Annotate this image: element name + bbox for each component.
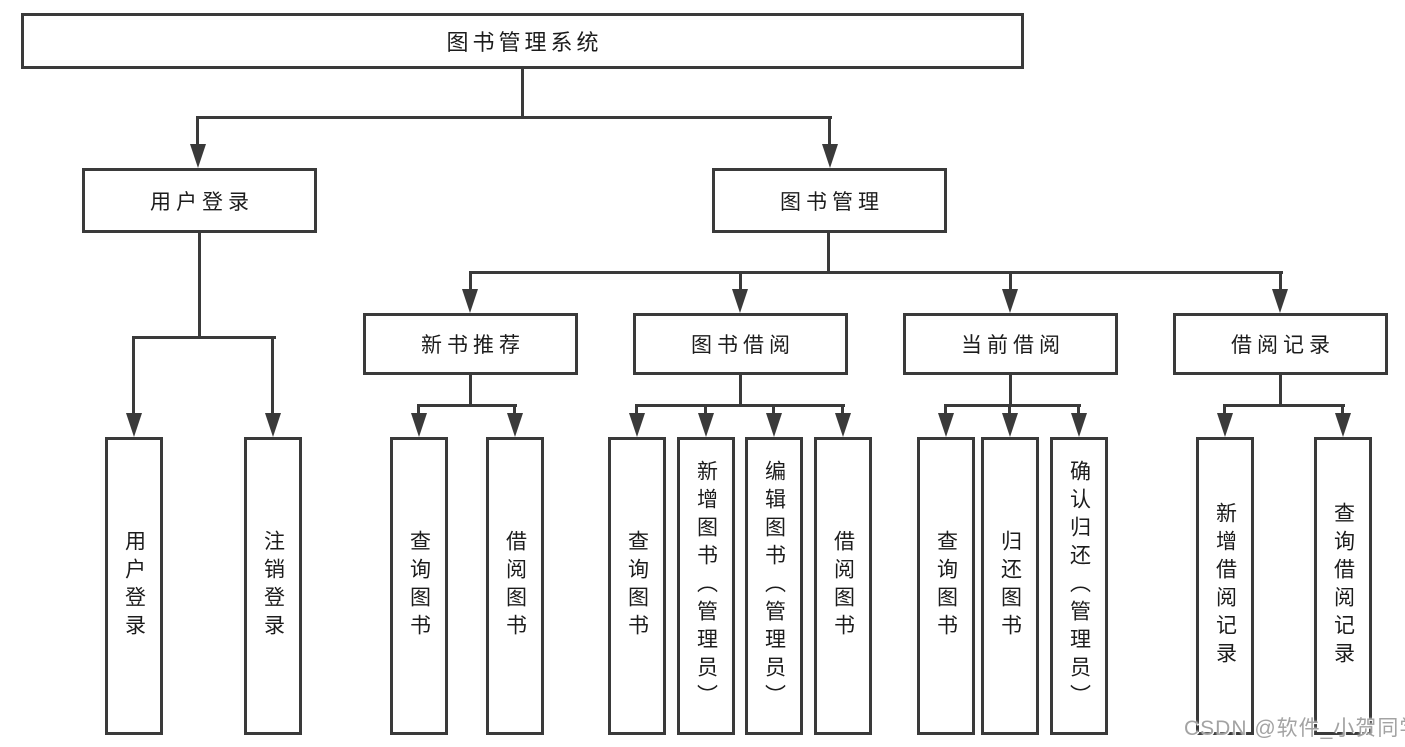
- node-user-login-label: 用户登录: [150, 190, 254, 214]
- leaf-logout-label: 注销登录: [261, 530, 285, 642]
- leaf-query-books-borrowing: 查询图书: [608, 437, 666, 735]
- connector-line: [944, 404, 947, 415]
- connector-line: [469, 271, 1283, 274]
- arrow-down-icon: [507, 413, 523, 437]
- arrow-down-icon: [462, 289, 478, 313]
- leaf-borrow-books-borrowing: 借阅图书: [814, 437, 872, 735]
- node-book-management-label: 图书管理: [780, 190, 884, 214]
- leaf-confirm-return-admin-label: 确认归还（管理员）: [1067, 460, 1091, 712]
- arrow-down-icon: [938, 413, 954, 437]
- arrow-down-icon: [766, 413, 782, 437]
- connector-line: [739, 271, 742, 291]
- arrow-down-icon: [1002, 413, 1018, 437]
- leaf-query-books-borrowing-label: 查询图书: [625, 530, 649, 642]
- leaf-add-books-admin: 新增图书（管理员）: [677, 437, 735, 735]
- connector-line: [417, 404, 420, 415]
- node-borrowing-records-label: 借阅记录: [1231, 334, 1335, 357]
- node-current-borrowing-label: 当前借阅: [961, 334, 1065, 357]
- leaf-borrow-books-borrowing-label: 借阅图书: [831, 530, 855, 642]
- connector-line: [1279, 271, 1282, 291]
- connector-line: [1009, 271, 1012, 291]
- arrow-down-icon: [265, 413, 281, 437]
- leaf-add-books-admin-label: 新增图书（管理员）: [694, 460, 718, 712]
- connector-line: [1279, 375, 1282, 406]
- node-root-label: 图书管理系统: [446, 30, 603, 55]
- leaf-user-login-label: 用户登录: [122, 530, 146, 642]
- connector-line: [944, 404, 1081, 407]
- leaf-query-books-recommend-label: 查询图书: [407, 530, 431, 642]
- leaf-query-borrow-record-label: 查询借阅记录: [1331, 502, 1355, 670]
- leaf-borrow-books-recommend-label: 借阅图书: [503, 530, 527, 642]
- node-new-book-recommend: 新书推荐: [363, 313, 578, 375]
- leaf-add-borrow-record-label: 新增借阅记录: [1213, 502, 1237, 670]
- node-current-borrowing: 当前借阅: [903, 313, 1118, 375]
- csdn-watermark: CSDN @软件_小贺同学: [1184, 717, 1405, 740]
- connector-line: [521, 69, 524, 117]
- leaf-return-books: 归还图书: [981, 437, 1039, 735]
- connector-line: [841, 404, 844, 415]
- arrow-down-icon: [126, 413, 142, 437]
- arrow-down-icon: [822, 144, 838, 168]
- arrow-down-icon: [629, 413, 645, 437]
- leaf-edit-books-admin: 编辑图书（管理员）: [745, 437, 803, 735]
- leaf-return-books-label: 归还图书: [998, 530, 1022, 642]
- node-new-book-recommend-label: 新书推荐: [421, 334, 525, 357]
- arrow-down-icon: [835, 413, 851, 437]
- connector-line: [196, 116, 199, 146]
- connector-line: [827, 233, 830, 273]
- connector-line: [132, 336, 135, 415]
- node-book-management: 图书管理: [712, 168, 947, 233]
- leaf-query-borrow-record: 查询借阅记录: [1314, 437, 1372, 735]
- connector-line: [469, 271, 472, 291]
- connector-line: [772, 404, 775, 415]
- connector-line: [1009, 375, 1012, 406]
- leaf-confirm-return-admin: 确认归还（管理员）: [1050, 437, 1108, 735]
- arrow-down-icon: [1002, 289, 1018, 313]
- connector-line: [635, 404, 845, 407]
- connector-line: [635, 404, 638, 415]
- arrow-down-icon: [1272, 289, 1288, 313]
- connector-line: [469, 375, 472, 406]
- node-book-borrowing-label: 图书借阅: [691, 334, 795, 357]
- connector-line: [1077, 404, 1080, 415]
- connector-line: [1341, 404, 1344, 415]
- leaf-borrow-books-recommend: 借阅图书: [486, 437, 544, 735]
- connector-line: [271, 336, 274, 415]
- node-user-login: 用户登录: [82, 168, 317, 233]
- leaf-query-books-current-label: 查询图书: [934, 530, 958, 642]
- leaf-query-books-current: 查询图书: [917, 437, 975, 735]
- node-borrowing-records: 借阅记录: [1173, 313, 1388, 375]
- connector-line: [196, 116, 832, 119]
- leaf-edit-books-admin-label: 编辑图书（管理员）: [762, 460, 786, 712]
- arrow-down-icon: [1071, 413, 1087, 437]
- node-book-borrowing: 图书借阅: [633, 313, 848, 375]
- leaf-logout: 注销登录: [244, 437, 302, 735]
- arrow-down-icon: [1217, 413, 1233, 437]
- connector-line: [1008, 404, 1011, 415]
- arrow-down-icon: [411, 413, 427, 437]
- connector-line: [739, 375, 742, 406]
- connector-line: [704, 404, 707, 415]
- arrow-down-icon: [732, 289, 748, 313]
- leaf-add-borrow-record: 新增借阅记录: [1196, 437, 1254, 735]
- arrow-down-icon: [190, 144, 206, 168]
- connector-line: [417, 404, 517, 407]
- arrow-down-icon: [698, 413, 714, 437]
- node-root: 图书管理系统: [21, 13, 1024, 69]
- arrow-down-icon: [1335, 413, 1351, 437]
- leaf-user-login: 用户登录: [105, 437, 163, 735]
- connector-line: [513, 404, 516, 415]
- connector-line: [1223, 404, 1345, 407]
- connector-line: [1223, 404, 1226, 415]
- connector-line: [198, 233, 201, 338]
- connector-line: [828, 116, 831, 146]
- leaf-query-books-recommend: 查询图书: [390, 437, 448, 735]
- connector-line: [132, 336, 276, 339]
